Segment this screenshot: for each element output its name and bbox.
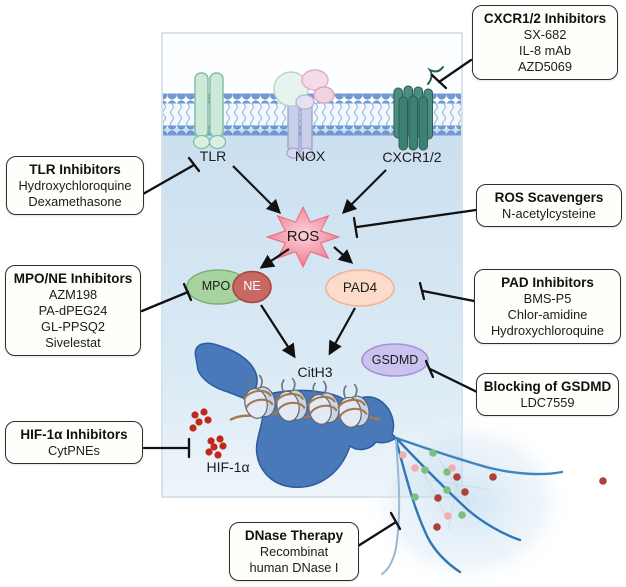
ligand-squiggle (427, 66, 444, 85)
callout-line: Sivelestat (45, 335, 101, 350)
hif1a-dots (189, 408, 227, 459)
ne-label: NE (243, 279, 261, 293)
nucleosome (243, 374, 276, 419)
callout-title: CXCR1/2 Inhibitors (483, 11, 607, 26)
callout-title: DNase Therapy (244, 528, 344, 543)
arrow-ros-to-mpone (259, 248, 290, 269)
net-fibers (381, 436, 564, 575)
callout-title: TLR Inhibitors (29, 162, 121, 177)
callout-pad-inhibitors: PAD Inhibitors BMS-P5 Chlor-amidine Hydr… (474, 269, 621, 344)
callout-cxcr12-inhibitors: CXCR1/2 Inhibitors SX-682 IL-8 mAb AZD50… (472, 5, 618, 80)
nox-complex (273, 69, 335, 159)
callout-line: LDC7559 (520, 395, 575, 410)
inhibition-lines (140, 58, 479, 548)
gsdmd-label: GSDMD (371, 353, 419, 367)
inhibit-mpone (140, 282, 193, 313)
callout-line: Hydroxychloroquine (18, 178, 132, 193)
nox-label: NOX (294, 148, 326, 164)
callout-line: Hydroxychloroquine (490, 323, 605, 338)
chromatin-beads (229, 374, 381, 428)
net-dots (399, 449, 607, 531)
hif1a-label: HIF-1α (206, 459, 250, 475)
inhibit-net-dnase (356, 511, 402, 548)
arrow-ros-to-pad4 (333, 246, 354, 264)
nucleosome (275, 377, 308, 422)
callout-line: IL-8 mAb (519, 43, 571, 58)
inhibit-gsdmd (424, 359, 479, 394)
inhibit-hif1a (142, 437, 191, 459)
callout-title: Blocking of GSDMD (483, 379, 612, 394)
callout-title: MPO/NE Inhibitors (13, 271, 133, 286)
callout-line: AZM198 (48, 287, 98, 302)
cxcr12-receptor (393, 66, 444, 151)
callout-hif1a-inhibitors: HIF-1α Inhibitors CytPNEs (5, 421, 143, 464)
ne-oval (232, 270, 272, 304)
arrow-mpone-to-cith3 (260, 304, 296, 359)
cxcr12-label: CXCR1/2 (382, 149, 442, 165)
ros-label: ROS (286, 228, 320, 245)
callout-line: SX-682 (523, 27, 567, 42)
inhibit-ros (352, 208, 478, 239)
mpo-label: MPO (201, 279, 231, 293)
callout-tlr-inhibitors: TLR Inhibitors Hydroxychloroquine Dexame… (6, 156, 144, 215)
callout-line: N-acetylcysteine (502, 206, 596, 221)
inhibit-tlr (141, 156, 201, 196)
nucleosome (337, 383, 370, 428)
callout-line: BMS-P5 (523, 291, 572, 306)
nucleosome (307, 380, 340, 425)
arrow-pad4-to-cith3 (328, 307, 356, 356)
tlr-receptor (192, 72, 227, 150)
gsdmd-oval (361, 343, 429, 377)
pad4-oval (325, 269, 395, 307)
pad4-label: PAD4 (342, 280, 378, 295)
callout-blocking-gsdmd: Blocking of GSDMD LDC7559 (476, 373, 619, 416)
callout-title: HIF-1α Inhibitors (20, 427, 128, 442)
inhibit-pad4 (418, 281, 476, 303)
callout-line: AZD5069 (517, 59, 573, 74)
callout-line: human DNase I (249, 560, 339, 575)
callout-title: ROS Scavengers (494, 190, 604, 205)
callout-line: GL-PPSQ2 (40, 319, 105, 334)
callout-mpo-ne-inhibitors: MPO/NE Inhibitors AZM198 PA-dPEG24 GL-PP… (5, 265, 141, 356)
callout-line: CytPNEs (48, 443, 100, 458)
callout-dnase-therapy: DNase Therapy Recombinat human DNase I (229, 522, 359, 581)
callout-line: Chlor-amidine (507, 307, 588, 322)
cith3-label: CitH3 (297, 364, 333, 380)
callout-title: PAD Inhibitors (501, 275, 594, 290)
callout-ros-scavengers: ROS Scavengers N-acetylcysteine (476, 184, 622, 227)
activation-arrows (232, 165, 387, 359)
inhibit-cxcr12 (430, 58, 473, 90)
callout-line: Dexamethasone (28, 194, 122, 209)
callout-line: PA-dPEG24 (38, 303, 108, 318)
callout-line: Recombinat (259, 544, 329, 559)
arrow-tlr-to-ros (232, 165, 282, 215)
net-structure (363, 414, 607, 587)
tlr-label: TLR (199, 148, 227, 164)
arrow-cxcr12-to-ros (341, 169, 387, 215)
